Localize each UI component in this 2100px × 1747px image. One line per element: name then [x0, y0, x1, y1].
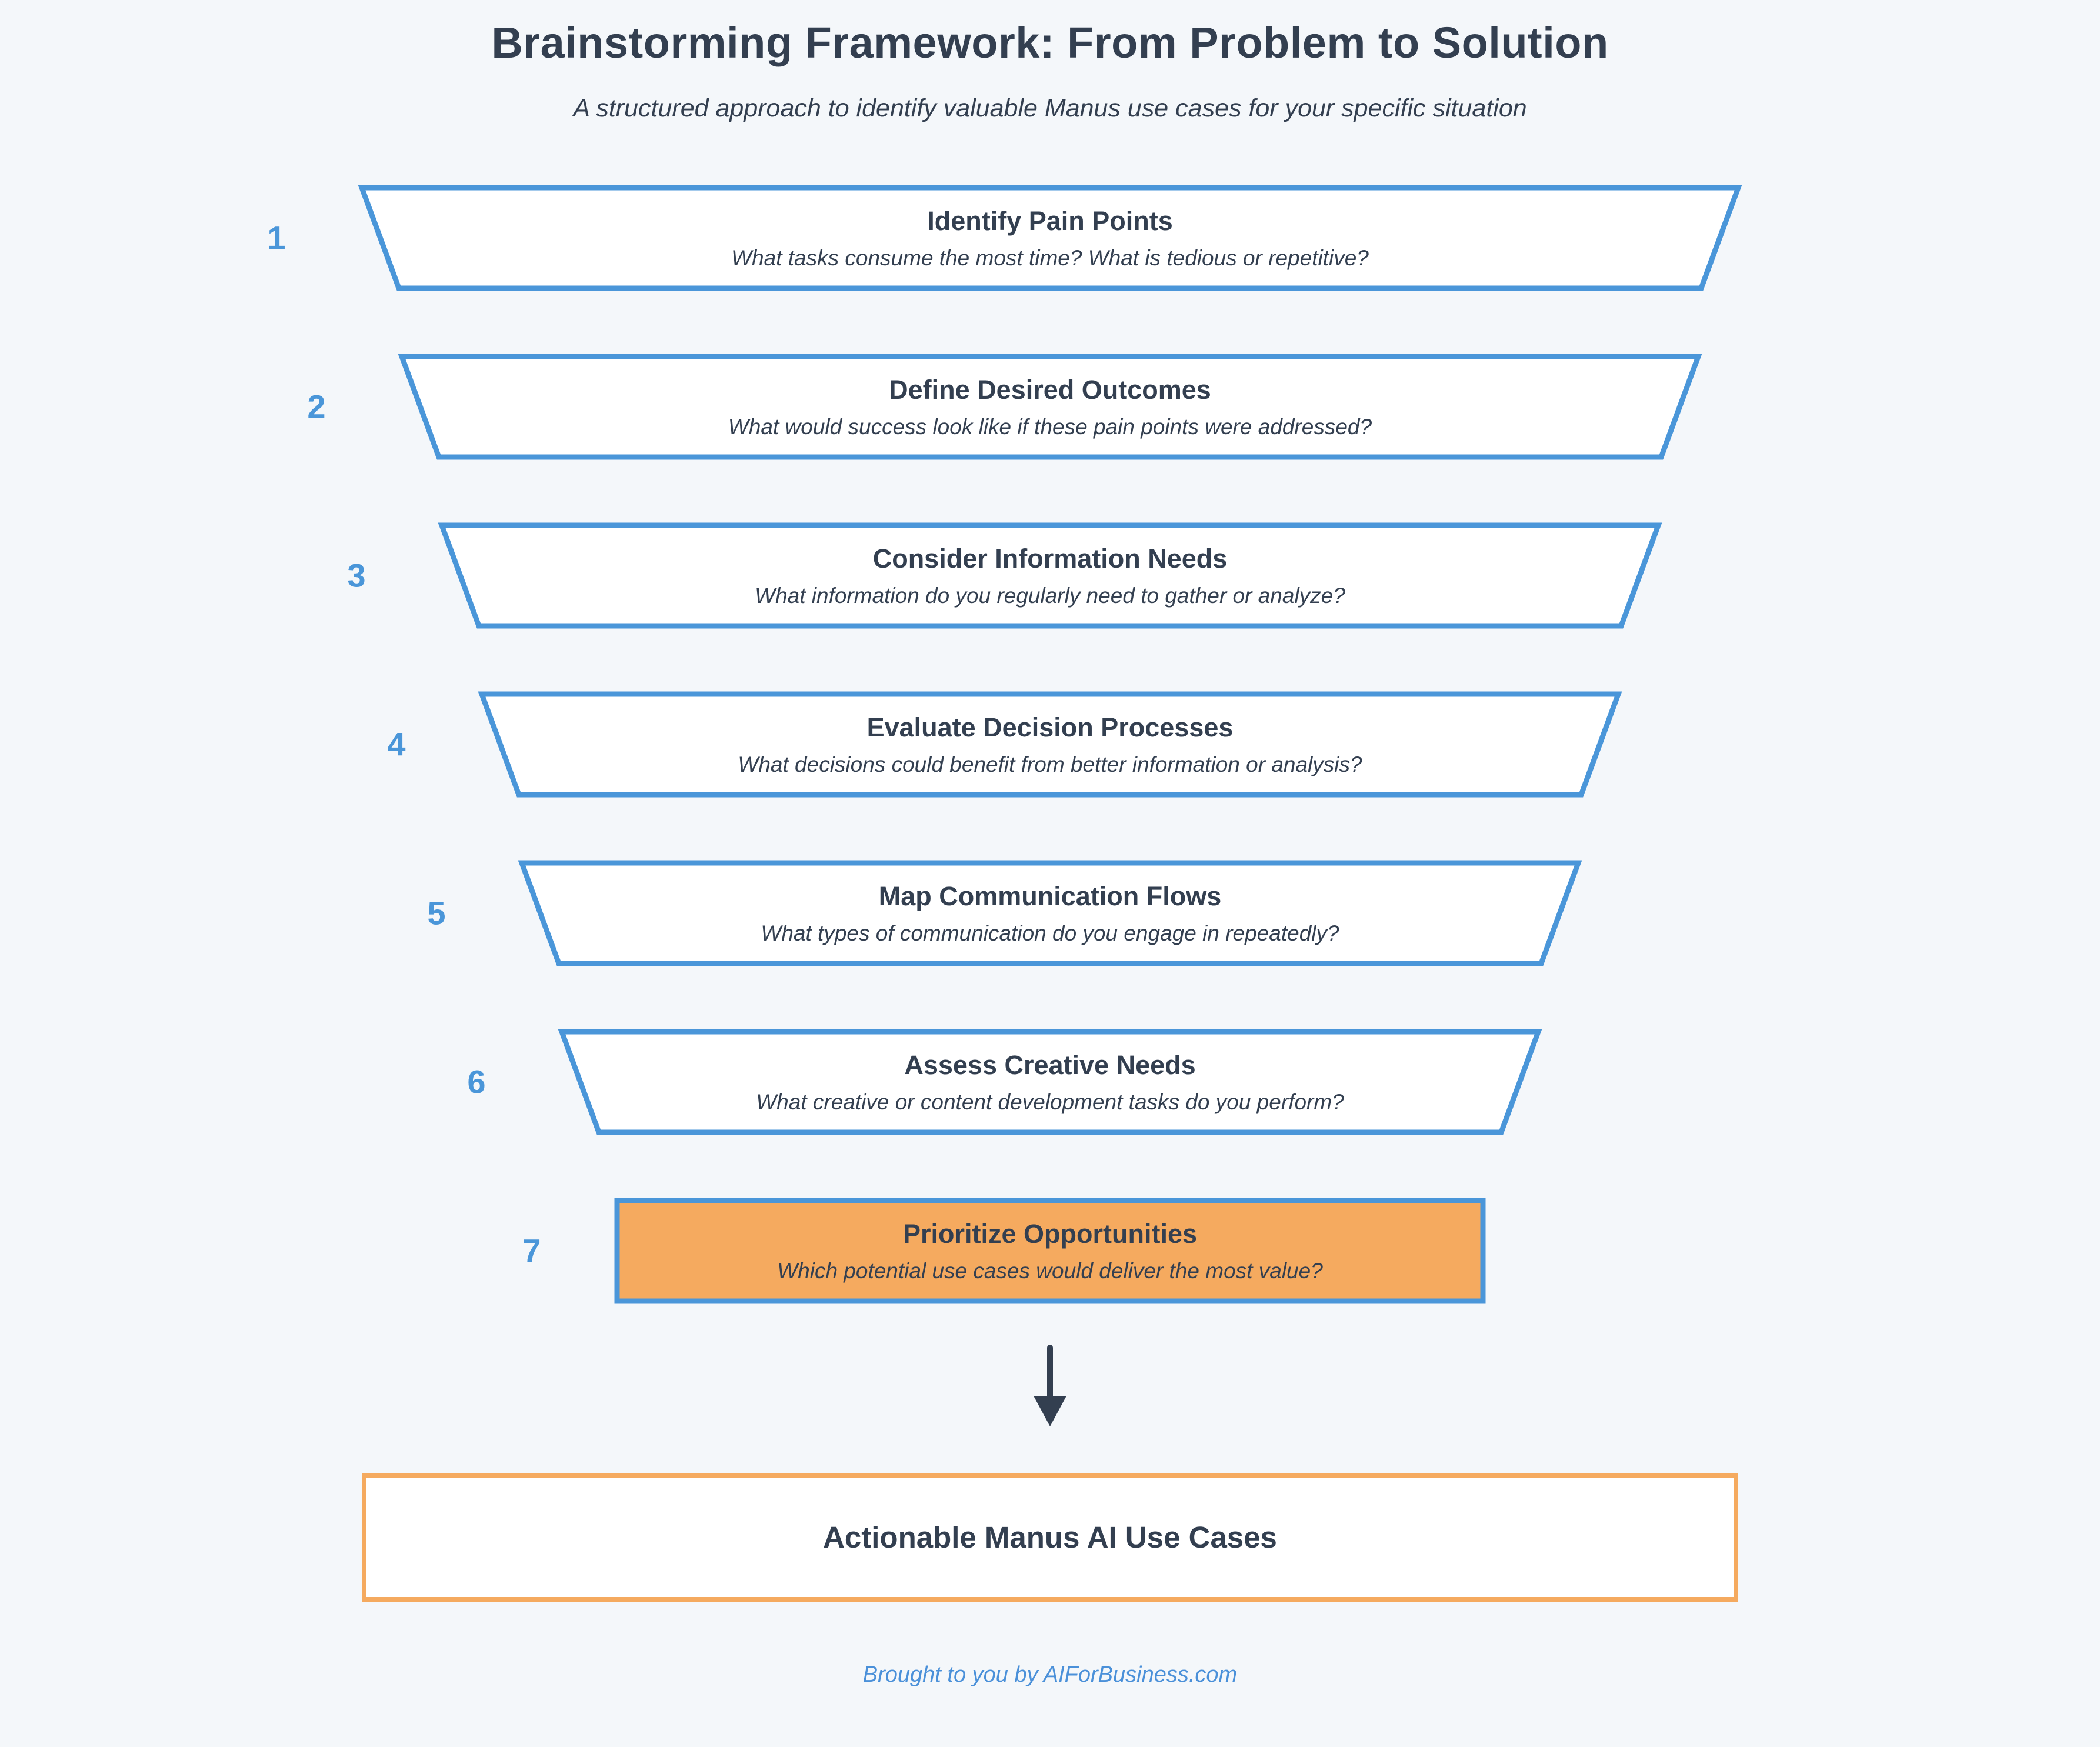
step-title: Prioritize Opportunities	[902, 1218, 1198, 1249]
step-title: Evaluate Decision Processes	[866, 712, 1234, 742]
highlighted-rectangle-shape	[614, 1198, 1486, 1304]
step-question: What creative or content development tas…	[756, 1089, 1344, 1114]
step-number-7: 7	[522, 1232, 541, 1269]
step-question: Which potential use cases would deliver …	[777, 1258, 1323, 1283]
trapezoid-shape	[358, 185, 1742, 291]
page-subtitle: A structured approach to identify valuab…	[573, 94, 1527, 122]
step-question: What types of communication do you engag…	[761, 921, 1339, 945]
step-title: Identify Pain Points	[927, 205, 1173, 236]
result-label: Actionable Manus AI Use Cases	[823, 1521, 1277, 1554]
step-question: What would success look like if these pa…	[728, 414, 1372, 439]
funnel-step-1: Identify Pain Points What tasks consume …	[358, 185, 1742, 291]
page-title: Brainstorming Framework: From Problem to…	[491, 18, 1609, 67]
trapezoid-shape	[518, 860, 1582, 966]
trapezoid-shape	[438, 522, 1662, 629]
down-arrow-icon	[1034, 1345, 1066, 1426]
funnel-step-5: Map Communication Flows What types of co…	[518, 860, 1582, 966]
step-question: What information do you regularly need t…	[755, 583, 1345, 608]
trapezoid-shape	[478, 691, 1622, 798]
step-title: Define Desired Outcomes	[889, 374, 1211, 405]
step-number-5: 5	[427, 894, 446, 932]
trapezoid-shape	[558, 1029, 1542, 1135]
step-title: Map Communication Flows	[878, 881, 1222, 911]
step-number-6: 6	[467, 1063, 486, 1101]
step-number-2: 2	[307, 388, 326, 425]
step-question: What tasks consume the most time? What i…	[731, 245, 1369, 270]
funnel-step-2: Define Desired Outcomes What would succe…	[398, 354, 1702, 460]
funnel-step-3: Consider Information Needs What informat…	[438, 522, 1662, 629]
step-title: Consider Information Needs	[872, 543, 1228, 574]
result-box: Actionable Manus AI Use Cases	[362, 1473, 1738, 1602]
step-number-4: 4	[387, 725, 406, 763]
funnel-step-4: Evaluate Decision Processes What decisio…	[478, 691, 1622, 798]
footer-credit: Brought to you by AIForBusiness.com	[862, 1662, 1238, 1687]
step-number-1: 1	[267, 219, 286, 256]
step-title: Assess Creative Needs	[904, 1049, 1196, 1080]
funnel-step-6: Assess Creative Needs What creative or c…	[558, 1029, 1542, 1135]
step-number-3: 3	[347, 556, 366, 594]
step-question: What decisions could benefit from better…	[738, 752, 1362, 776]
funnel-step-7: Prioritize Opportunities Which potential…	[614, 1198, 1486, 1304]
trapezoid-shape	[398, 354, 1702, 460]
